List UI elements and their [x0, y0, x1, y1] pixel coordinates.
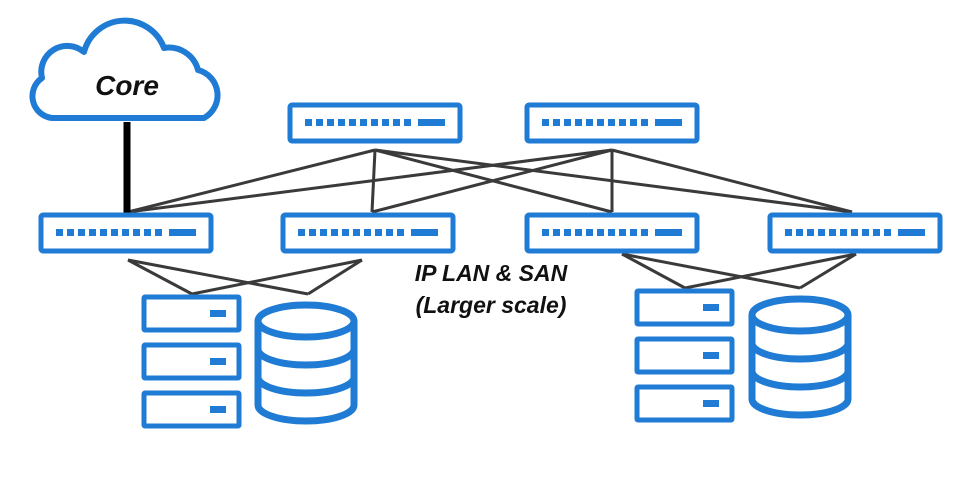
link — [127, 258, 193, 296]
link — [371, 148, 613, 214]
network-label-line2: (Larger scale) — [416, 292, 567, 318]
server-icon — [637, 339, 732, 372]
leaf-switch-4 — [770, 215, 940, 251]
storage-icon — [752, 299, 848, 415]
server-icon — [144, 297, 239, 330]
leaf-switch-2 — [283, 215, 453, 251]
server-group-left — [144, 297, 354, 426]
link — [191, 258, 363, 296]
core-label: Core — [95, 70, 159, 101]
switch-icon — [283, 215, 453, 251]
link — [611, 148, 853, 214]
link — [684, 252, 857, 290]
server-icon — [144, 345, 239, 378]
server-icon — [637, 387, 732, 420]
leaf-switch-3 — [527, 215, 697, 251]
link — [621, 252, 686, 290]
storage-icon — [258, 305, 354, 421]
spine-switch-2 — [527, 105, 697, 141]
switch-icon — [290, 105, 460, 141]
leaf-switch-1 — [41, 215, 211, 251]
link — [799, 252, 857, 290]
leaf-server-links — [127, 252, 857, 296]
switch-icon — [527, 105, 697, 141]
server-group-right — [637, 291, 848, 420]
switch-icon — [41, 215, 211, 251]
spine-switch-1 — [290, 105, 460, 141]
server-icon — [144, 393, 239, 426]
network-label-line1: IP LAN & SAN — [415, 260, 568, 286]
cloud-icon: Core — [29, 17, 221, 121]
link — [307, 258, 363, 296]
spine-leaf-links — [127, 148, 853, 214]
link — [621, 252, 801, 290]
server-icon — [637, 291, 732, 324]
link — [127, 148, 613, 214]
switch-icon — [770, 215, 940, 251]
link — [127, 258, 309, 296]
switch-icon — [527, 215, 697, 251]
link — [127, 148, 376, 214]
